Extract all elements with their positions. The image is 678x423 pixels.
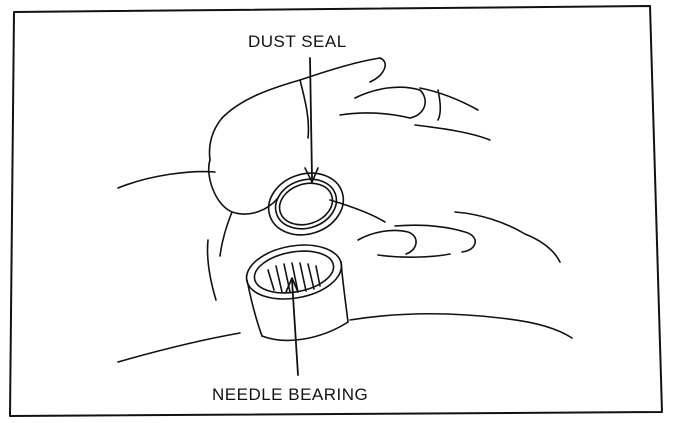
hand: [118, 58, 560, 262]
needle-bearing-label: NEEDLE BEARING: [212, 385, 368, 405]
leader-lines: [286, 58, 318, 375]
border: [10, 6, 662, 416]
dust-seal-label: DUST SEAL: [248, 32, 347, 52]
dust-seal: [261, 164, 352, 245]
